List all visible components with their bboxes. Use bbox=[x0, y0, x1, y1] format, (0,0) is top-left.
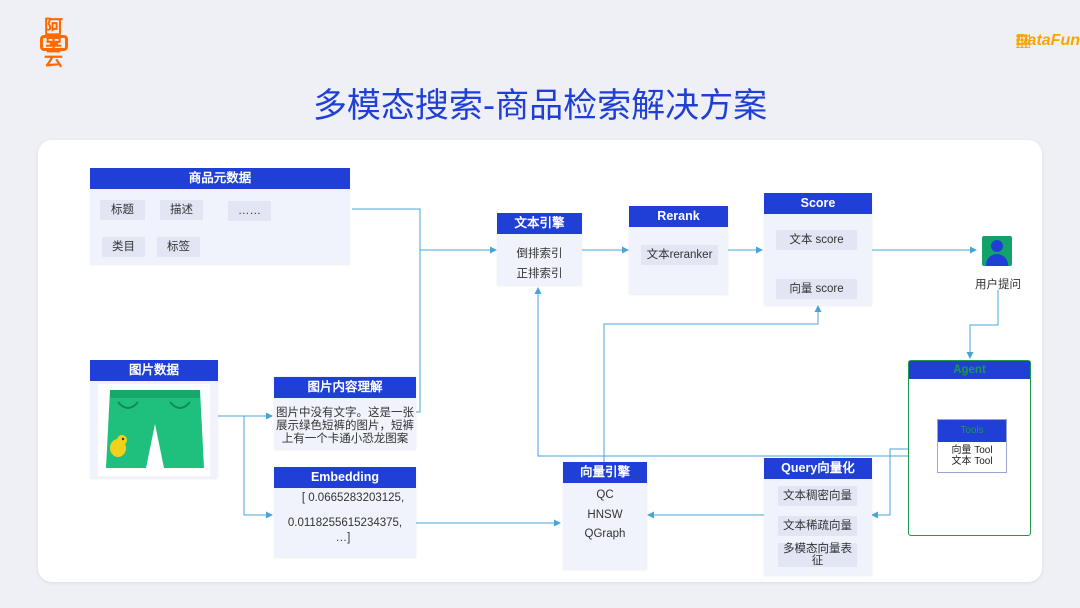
score-text: 文本 score bbox=[776, 230, 857, 250]
aliyun-logo-text: 阿里云 bbox=[43, 16, 64, 70]
meta-chip-more: …… bbox=[228, 201, 271, 221]
rerank-text-reranker: 文本reranker bbox=[641, 245, 718, 265]
embedding-line-1: [ 0.0665283203125, bbox=[301, 492, 405, 504]
score-vector: 向量 score bbox=[776, 279, 857, 299]
edge-user-to-agent bbox=[966, 290, 999, 359]
agent-box: Agent Tools 向量 Tool 文本 Tool bbox=[908, 360, 1031, 536]
text-engine-inverted: 倒排索引 bbox=[516, 248, 563, 260]
datafun-logo: DataFun. bbox=[1016, 33, 1080, 49]
meta-data-header: 商品元数据 bbox=[90, 168, 350, 189]
embedding-line-3: …] bbox=[335, 532, 351, 544]
embedding-header: Embedding bbox=[274, 467, 416, 488]
score-header: Score bbox=[764, 193, 872, 214]
understand-line-1: 图片中没有文字。这是一张 bbox=[276, 407, 414, 419]
vector-engine-hnsw: HNSW bbox=[587, 509, 623, 521]
user-label: 用户提问 bbox=[975, 279, 1021, 291]
meta-chip-title: 标题 bbox=[100, 200, 145, 220]
tool-text: 文本 Tool bbox=[951, 456, 993, 467]
edge-image-to-embedding bbox=[243, 416, 273, 519]
agent-header: Agent bbox=[909, 361, 1030, 379]
user-icon bbox=[982, 236, 1012, 266]
aliyun-logo: 阿里云 bbox=[40, 18, 68, 69]
page-title: 多模态搜索-商品检索解决方案 bbox=[312, 86, 768, 126]
understand-line-3: 上有一个卡通小恐龙图案 bbox=[281, 433, 409, 445]
understand-line-2: 展示绿色短裤的图片，短裤 bbox=[276, 420, 414, 432]
vector-engine-qc: QC bbox=[596, 489, 614, 501]
understand-header: 图片内容理解 bbox=[274, 377, 416, 398]
meta-chip-category: 类目 bbox=[102, 237, 145, 257]
tool-vector: 向量 Tool bbox=[951, 445, 993, 456]
aliyun-logo-icon bbox=[40, 35, 68, 51]
tools-box: Tools 向量 Tool 文本 Tool bbox=[937, 419, 1007, 473]
image-data-header: 图片数据 bbox=[90, 360, 218, 381]
vector-engine-header: 向量引擎 bbox=[563, 462, 647, 483]
query-vec-sparse: 文本稀疏向量 bbox=[778, 516, 857, 536]
query-vec-dense: 文本稠密向量 bbox=[778, 486, 857, 506]
edge-vector-engine-to-score bbox=[603, 305, 822, 462]
query-vec-multimodal: 多模态向量表征 bbox=[778, 543, 857, 567]
edge-meta-to-text-engine bbox=[352, 208, 497, 254]
meta-chip-desc: 描述 bbox=[160, 200, 203, 220]
edge-agent-to-text-engine bbox=[534, 287, 908, 457]
rerank-header: Rerank bbox=[629, 206, 728, 227]
edge-agent-to-query bbox=[871, 448, 908, 519]
text-engine-header: 文本引擎 bbox=[497, 213, 582, 234]
text-engine-forward: 正排索引 bbox=[516, 268, 563, 280]
vector-engine-qgraph: QGraph bbox=[584, 528, 626, 540]
edge-understand-to-text-engine bbox=[416, 250, 421, 413]
meta-chip-tag: 标签 bbox=[157, 237, 200, 257]
query-vec-header: Query向量化 bbox=[764, 458, 872, 479]
embedding-line-2: 0.0118255615234375, bbox=[287, 517, 403, 529]
shorts-image bbox=[98, 384, 210, 476]
datafun-logo-text: DataFun. bbox=[1016, 32, 1080, 49]
tools-header: Tools bbox=[938, 420, 1006, 442]
datafun-logo-icon bbox=[1016, 34, 1030, 48]
